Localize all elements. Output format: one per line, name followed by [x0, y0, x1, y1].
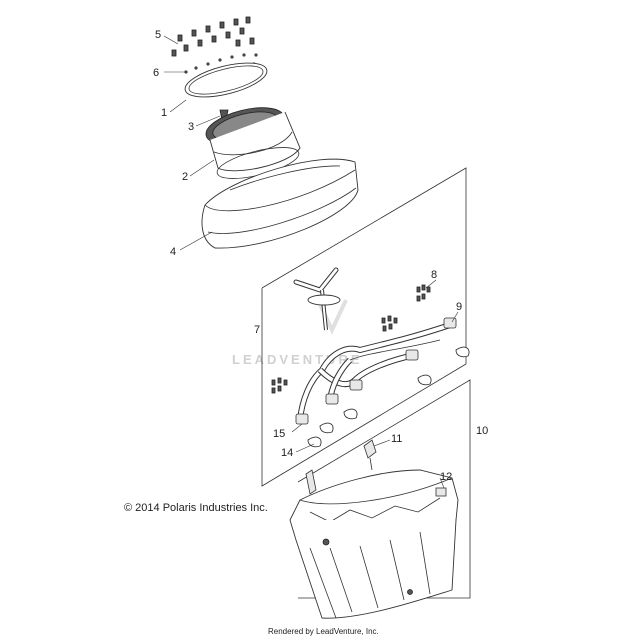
callouts: 5 6 1 3 2 4 8 9 7 10 11 15 14 12: [153, 29, 488, 483]
callout-7: 7: [254, 324, 260, 336]
tube-clamps: [295, 317, 470, 448]
callout-15: 15: [273, 428, 285, 440]
callout-11: 11: [391, 433, 402, 445]
callout-12: 12: [440, 471, 452, 483]
wheel-bolts: [171, 16, 255, 57]
callout-8: 8: [431, 269, 437, 281]
callout-9: 9: [456, 301, 462, 313]
callout-1: 1: [161, 107, 167, 119]
cargo-box: [289, 469, 459, 619]
callout-4: 4: [170, 246, 176, 258]
callout-14: 14: [281, 447, 293, 459]
callout-5: 5: [155, 29, 161, 41]
beadlock-ring: [184, 62, 268, 98]
box-clip: [305, 469, 317, 495]
rack-bolts: [271, 284, 431, 394]
callout-10: 10: [476, 425, 488, 437]
watermark: LEADVENTURE: [232, 299, 360, 367]
wheel-rim: [205, 107, 301, 179]
tire-mount-post: [293, 267, 341, 331]
callout-6: 6: [153, 67, 159, 79]
tire: [201, 158, 359, 249]
rendered-by-text: Rendered by LeadVenture, Inc.: [268, 627, 379, 636]
callout-2: 2: [182, 171, 188, 183]
rack-assembly-frame: [261, 167, 467, 487]
rack-tube-frame: [297, 322, 451, 421]
copyright-text: © 2014 Polaris Industries Inc.: [124, 502, 268, 514]
callout-3: 3: [188, 121, 194, 133]
latch: [363, 439, 377, 471]
leader-lines: [163, 35, 459, 489]
